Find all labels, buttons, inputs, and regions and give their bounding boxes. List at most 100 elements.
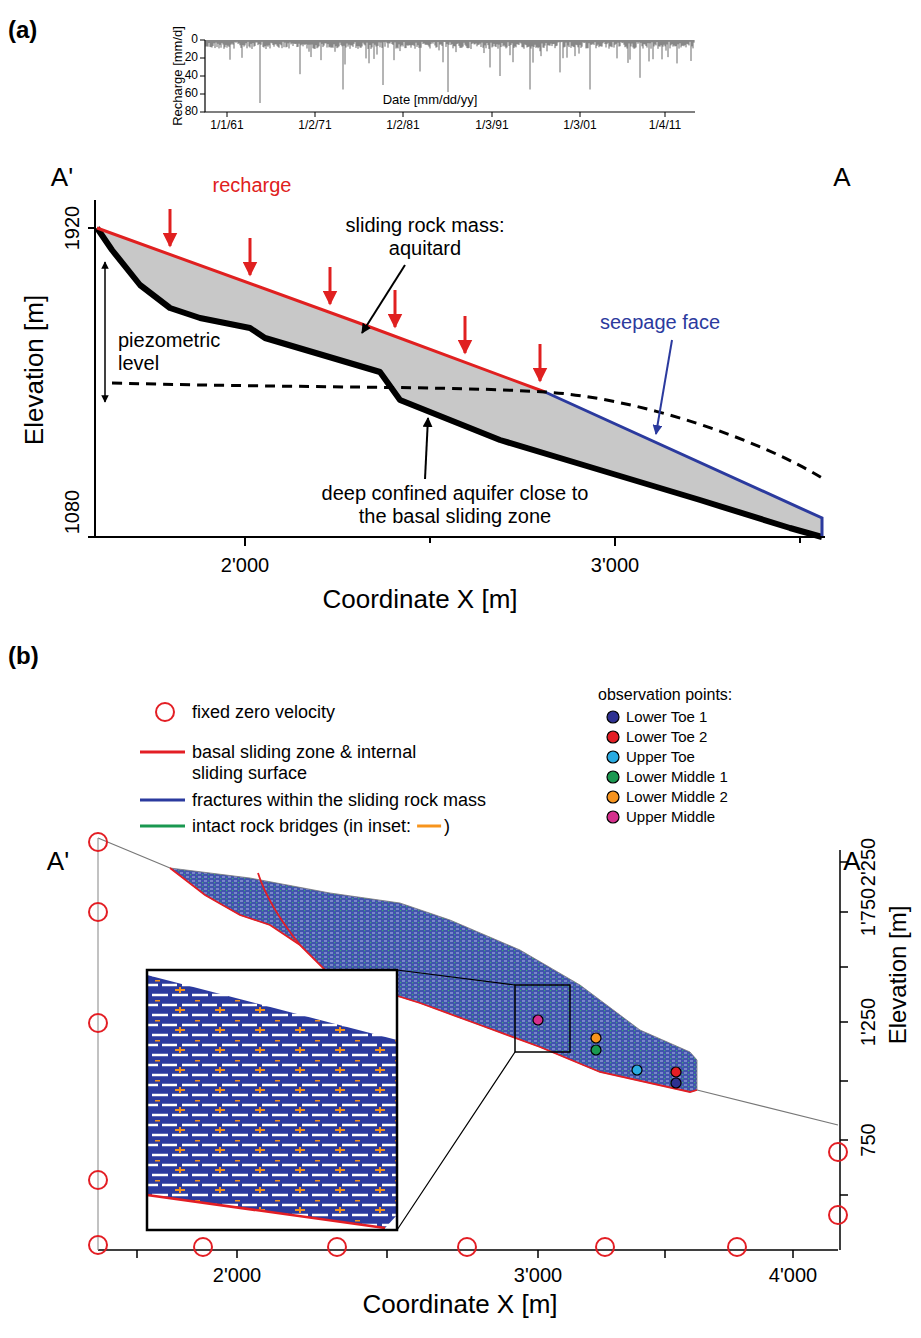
recharge-bar	[273, 40, 274, 45]
recharge-bar	[478, 40, 479, 45]
recharge-bar	[350, 40, 351, 49]
recharge-bar	[243, 40, 244, 45]
recharge-bar	[683, 40, 684, 46]
recharge-bar	[656, 40, 657, 45]
legend-swatch	[607, 751, 619, 763]
recharge-bar	[455, 40, 456, 46]
figure-stroke	[458, 1238, 476, 1256]
recharge-bar	[431, 40, 432, 44]
recharge-bar	[268, 40, 269, 47]
recharge-bar	[358, 40, 359, 49]
recharge-bar	[655, 40, 656, 44]
recharge-bar	[457, 40, 458, 44]
tick-label: 1/2/81	[386, 119, 419, 133]
recharge-bar	[219, 40, 220, 48]
recharge-bar	[689, 40, 690, 45]
axis-title: Coordinate X [m]	[322, 585, 517, 615]
recharge-bar	[396, 40, 397, 49]
recharge-bar	[575, 40, 576, 56]
recharge-bar	[497, 40, 498, 44]
recharge-bar	[277, 40, 278, 46]
legend-swatch	[607, 811, 619, 823]
recharge-bar	[569, 40, 570, 47]
recharge-bar	[622, 40, 623, 43]
recharge-bar	[515, 40, 516, 46]
recharge-bar	[651, 40, 652, 49]
recharge-bar	[370, 40, 371, 45]
recharge-bar	[676, 40, 677, 46]
recharge-bar	[659, 40, 660, 46]
recharge-bar	[589, 40, 590, 43]
recharge-bar	[619, 40, 620, 47]
annotation: seepage face	[600, 311, 720, 334]
recharge-bar	[625, 40, 626, 47]
recharge-bar	[506, 40, 507, 48]
recharge-bar	[670, 40, 671, 48]
recharge-bar	[482, 40, 483, 43]
recharge-bar	[678, 40, 679, 44]
recharge-bar	[256, 40, 257, 42]
recharge-bar	[249, 40, 250, 46]
recharge-bar	[423, 40, 424, 44]
recharge-bar	[242, 40, 243, 58]
recharge-bar	[262, 40, 263, 42]
recharge-bar	[571, 40, 572, 48]
recharge-bar	[377, 40, 378, 55]
figure-stroke	[328, 1238, 346, 1256]
recharge-bar	[265, 40, 266, 46]
recharge-bar	[220, 40, 221, 45]
recharge-bar	[525, 40, 526, 44]
tick-label: 1/4/11	[649, 119, 681, 133]
inset-basal-sliding-zone	[147, 1195, 385, 1228]
recharge-bar	[688, 40, 689, 44]
recharge-bar	[266, 40, 267, 49]
recharge-bar	[280, 40, 281, 44]
recharge-bar	[230, 40, 231, 60]
recharge-bar	[437, 40, 438, 47]
recharge-bar	[399, 40, 400, 44]
recharge-bar	[208, 40, 209, 47]
recharge-bar	[649, 40, 650, 61]
recharge-bar	[329, 40, 330, 47]
recharge-bar	[528, 40, 529, 47]
recharge-bar	[650, 40, 651, 43]
recharge-bar	[609, 40, 610, 49]
recharge-bar	[629, 40, 630, 43]
recharge-bar	[348, 40, 349, 47]
recharge-bar	[677, 40, 678, 63]
recharge-bar	[631, 40, 632, 46]
recharge-bar	[574, 40, 575, 47]
recharge-bar	[330, 40, 331, 47]
piezometric-line	[112, 383, 822, 478]
recharge-bar	[522, 40, 523, 47]
recharge-bar	[653, 40, 654, 59]
section-end-label: A	[833, 163, 850, 193]
recharge-bar	[484, 40, 485, 53]
recharge-bar	[270, 40, 271, 48]
recharge-bar	[562, 40, 563, 42]
tick-label: 1920	[61, 206, 84, 251]
recharge-bar	[391, 40, 392, 42]
recharge-bar	[608, 40, 609, 43]
recharge-bar	[390, 40, 391, 43]
recharge-bar	[387, 40, 388, 43]
annotation: piezometric level	[118, 329, 238, 375]
recharge-bar	[693, 40, 694, 48]
recharge-bar	[299, 40, 300, 44]
recharge-bar	[643, 40, 644, 49]
figure-stroke	[89, 903, 107, 921]
recharge-bar	[234, 40, 235, 49]
recharge-bar	[303, 40, 304, 46]
recharge-bar	[642, 40, 643, 46]
figure-stroke	[829, 1143, 847, 1161]
recharge-bar	[324, 40, 325, 46]
recharge-bar	[560, 40, 561, 72]
recharge-bar	[307, 40, 308, 49]
recharge-bar	[351, 40, 352, 45]
tick-label: 2'000	[213, 1264, 261, 1287]
recharge-bar	[513, 40, 514, 62]
recharge-bar	[334, 40, 335, 44]
recharge-bar	[424, 40, 425, 43]
recharge-bar	[393, 40, 394, 45]
recharge-bar	[274, 40, 275, 47]
